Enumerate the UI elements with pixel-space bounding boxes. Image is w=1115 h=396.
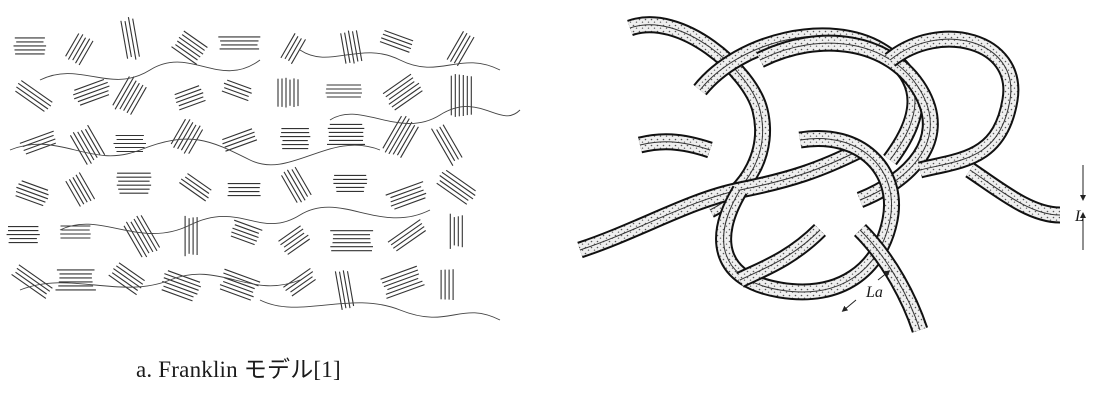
crystallite-stack xyxy=(175,86,206,110)
crystallite-stack xyxy=(162,271,201,301)
ribbon-model-panel: L La xyxy=(560,0,1115,396)
crystallite-stack xyxy=(222,80,252,101)
cross-link xyxy=(300,50,500,70)
crystallite-stack xyxy=(179,174,211,201)
crystallite-stack xyxy=(280,129,310,149)
crystallite-stack xyxy=(109,263,145,295)
crystallite-stack xyxy=(7,227,40,243)
crystallite-stack xyxy=(15,81,52,112)
crystallite-stack xyxy=(20,131,56,154)
crystallite-stack xyxy=(383,116,419,158)
crystallite-stack xyxy=(341,30,362,63)
crystallite-stack xyxy=(327,124,365,144)
cross-link xyxy=(40,60,260,80)
crystallite-stack xyxy=(231,220,262,244)
crystallite-stack xyxy=(447,31,474,66)
crystallite-stack xyxy=(124,215,160,257)
crystallite-stack xyxy=(218,37,260,49)
crystallite-stack xyxy=(185,216,197,256)
cross-link xyxy=(60,207,430,233)
crystallite-stack xyxy=(56,270,96,290)
lc-axis-label: L xyxy=(1075,208,1084,226)
crystallite-stack xyxy=(220,269,260,300)
crystallite-stack xyxy=(171,119,202,153)
cross-link xyxy=(330,106,520,123)
crystallite-stack xyxy=(66,34,93,66)
crystallite-stack xyxy=(450,214,462,249)
crystallite-stack xyxy=(330,231,373,251)
crystallite-stack xyxy=(117,173,152,193)
cross-link xyxy=(260,300,500,320)
crystallite-stack xyxy=(451,74,471,117)
crystallite-stack xyxy=(222,129,257,151)
crystallite-stack xyxy=(383,74,422,110)
crystallite-stack xyxy=(386,182,426,210)
franklin-model-illustration xyxy=(0,0,560,340)
crystallite-stack xyxy=(279,226,310,255)
franklin-model-panel: a. Franklin モデル[1] xyxy=(0,0,560,396)
crystallite-stack xyxy=(381,266,425,298)
ribbon-model-illustration xyxy=(560,0,1115,340)
la-axis-label: La xyxy=(866,284,883,302)
crystallite-stack xyxy=(66,173,95,207)
crystallite-stack xyxy=(326,85,362,97)
crystallite-stack xyxy=(70,125,104,165)
crystallite-stack xyxy=(388,220,426,251)
crystallite-stack xyxy=(281,33,306,64)
ribbon-group xyxy=(580,25,1060,330)
franklin-caption: a. Franklin モデル[1] xyxy=(136,350,341,384)
crystallite-stack xyxy=(380,31,413,53)
crystallite-stack xyxy=(283,268,315,296)
crystallite-stack xyxy=(432,125,463,166)
crystallite-stack xyxy=(121,17,139,60)
crystallite-stack xyxy=(333,175,367,191)
crystallite-stack xyxy=(437,170,476,204)
crystallite-stack xyxy=(282,167,312,203)
graphite-stack-group xyxy=(7,17,476,310)
crystallite-stack xyxy=(14,38,47,54)
ribbon-body xyxy=(740,230,820,280)
crystallite-stack xyxy=(172,31,208,65)
crystallite-stack xyxy=(441,269,453,300)
crystallite-stack xyxy=(12,265,53,299)
crystallite-stack xyxy=(16,181,49,206)
crystallite-stack xyxy=(113,77,147,115)
crystallite-stack xyxy=(278,78,298,108)
crystallite-stack xyxy=(73,80,109,106)
crystallite-stack xyxy=(228,184,261,196)
